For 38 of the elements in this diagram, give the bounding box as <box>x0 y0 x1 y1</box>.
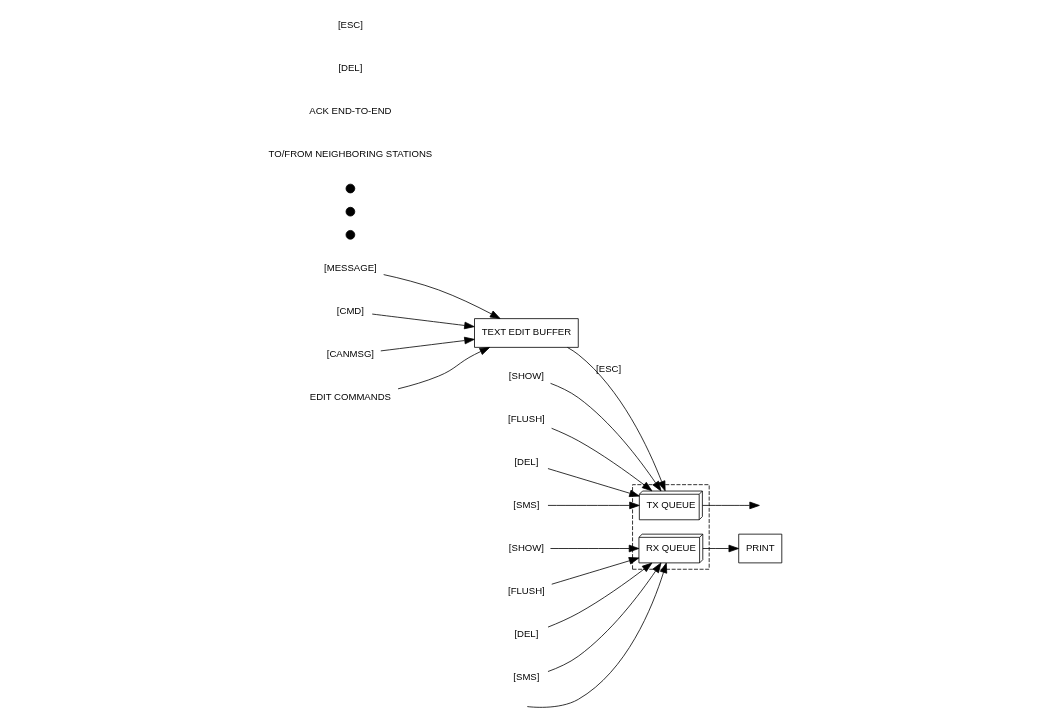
node-text: EDIT COMMANDS <box>309 391 391 403</box>
node-text: [SHOW] <box>508 369 544 381</box>
arrow <box>526 562 667 708</box>
arrow <box>547 562 661 672</box>
node-box: PRINT <box>737 533 782 564</box>
arrow <box>549 382 661 492</box>
node-text: [CMD] <box>336 304 364 316</box>
label: ACK END-TO-END <box>308 105 391 117</box>
edge-label: [ESC] <box>595 362 621 374</box>
node-circle <box>345 206 355 217</box>
node-circle <box>345 183 355 194</box>
arrow <box>397 347 490 390</box>
arrow <box>382 274 500 319</box>
label: TO/FROM NEIGHBORING STATIONS <box>268 148 432 160</box>
label: [DEL] <box>337 62 362 74</box>
arrow <box>549 544 639 553</box>
arrow <box>379 336 475 352</box>
arrow <box>371 313 475 330</box>
arrow <box>547 501 640 510</box>
node-text: [MESSAGE] <box>323 261 377 273</box>
node-text: [FLUSH] <box>507 585 545 597</box>
arrow <box>550 557 639 585</box>
arrow <box>566 347 666 492</box>
label: [ESC] <box>337 19 363 31</box>
node-text: [SHOW] <box>508 541 544 553</box>
arrow <box>550 427 652 492</box>
arrow <box>701 501 760 510</box>
arrow <box>547 468 640 497</box>
arrow <box>701 544 739 553</box>
node-box: TEXT EDIT BUFFER <box>473 318 579 348</box>
node-text: [SMS] <box>512 498 539 510</box>
arrow <box>547 562 652 628</box>
node-text: [SMS] <box>512 671 539 683</box>
node-text: [CANMSG] <box>326 348 374 360</box>
node-text: [DEL] <box>513 455 538 467</box>
node-text: [DEL] <box>513 628 538 640</box>
node-text: [FLUSH] <box>507 412 545 424</box>
node-circle <box>345 230 355 240</box>
